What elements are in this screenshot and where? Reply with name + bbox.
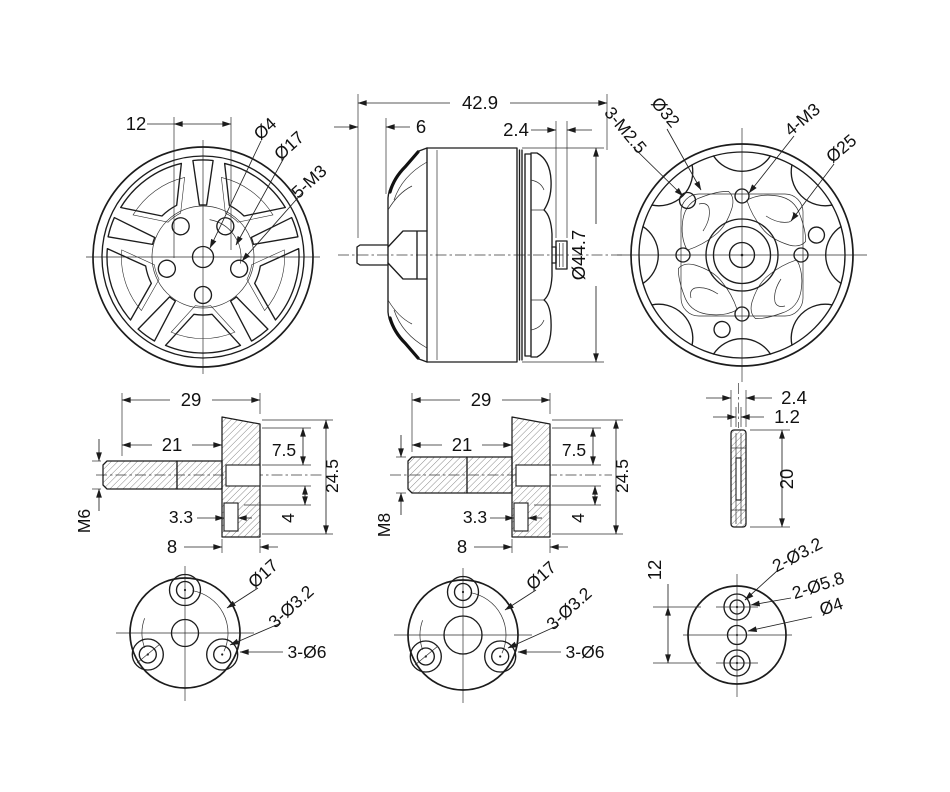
front-dim-12: 12: [126, 113, 232, 258]
dim-spacer-pitch: 12: [644, 560, 665, 581]
adapter8-shaft: [407, 456, 513, 494]
dim-adapter8-depth: 7.5: [562, 440, 586, 460]
dim-adapter8-thread: M8: [374, 513, 394, 537]
dim-washer-inner: 1.2: [774, 406, 800, 427]
dim-adapter6-depth: 7.5: [272, 440, 296, 460]
adapter6-bore: [225, 464, 261, 487]
motor-front-view: 12 Ø4 Ø17 5-M3: [86, 113, 330, 374]
dim-adapter6-hub: 8: [167, 536, 177, 557]
flange6-leaders: Ø17 3-Ø3.2 3-Ø6: [226, 555, 327, 662]
adapter6-dims: 29 21 7.5 24.5 4 M6 3.3 8: [74, 389, 342, 557]
dim-adapter8-hub: 8: [457, 536, 467, 557]
front-bolt-circle-arc: [209, 219, 242, 264]
flange8-center-hole: [443, 615, 483, 655]
side-rear-washer: [555, 240, 568, 270]
adapter6-slot: [223, 502, 239, 532]
prop-adapter-m8-view: 29 21 7.5 24.5 4 M8 3.3 8: [374, 389, 632, 557]
dim-side-length: 42.9: [462, 92, 498, 113]
prop-adapter-m6-view: 29 21 7.5 24.5 4 M6 3.3 8: [74, 389, 342, 557]
spacer-center-hole: [726, 624, 748, 646]
adapter8-slot: [513, 502, 529, 532]
adapter8-dims: 29 21 7.5 24.5 4 M8 3.3 8: [374, 389, 632, 557]
flange6-bolt-circle-arc: [141, 590, 229, 652]
label-flange8-holes: 3-Ø3.2: [542, 583, 595, 634]
dim-side-boss: 6: [416, 116, 426, 137]
label-rear-circle-outer: Ø32: [647, 93, 684, 131]
side-dim-boss: 6: [334, 116, 426, 194]
adapter6-shaft: [102, 460, 223, 490]
front-leaders: Ø4 Ø17 5-M3: [209, 113, 330, 262]
flange8-leaders: Ø17 3-Ø3.2 3-Ø6: [504, 557, 605, 662]
dim-washer-outer: 2.4: [781, 387, 807, 408]
side-dim-washer: 2.4: [503, 119, 592, 238]
label-rear-holes-small: 3-M2.5: [600, 103, 650, 158]
dim-washer-height: 20: [776, 469, 797, 490]
label-spacer-center-hole: Ø4: [817, 593, 846, 619]
rear-mount-plate: [680, 193, 804, 317]
side-dim-diameter: Ø44.7: [522, 147, 604, 363]
label-front-shaft-dia: Ø4: [250, 113, 281, 144]
mount-flange-m6-view: Ø17 3-Ø3.2 3-Ø6: [116, 555, 326, 701]
motor-rear-view: 3-M2.5 Ø32 4-M3 Ø25: [600, 93, 867, 382]
dim-adapter8-shaft-length: 21: [452, 434, 473, 455]
dim-adapter8-step: 4: [568, 513, 588, 523]
label-flange8-counterbores: 3-Ø6: [566, 642, 605, 662]
rear-leaders: 3-M2.5 Ø32 4-M3 Ø25: [600, 93, 860, 222]
dim-front-pitch: 12: [126, 113, 147, 134]
dim-adapter6-length: 29: [181, 389, 202, 410]
dim-adapter8-length: 29: [471, 389, 492, 410]
dim-side-diameter: Ø44.7: [568, 230, 589, 280]
side-front-hub: [387, 230, 428, 280]
label-rear-circle-inner: Ø25: [822, 130, 860, 167]
dim-side-washer: 2.4: [503, 119, 529, 140]
dim-adapter6-flange: 24.5: [322, 459, 342, 493]
mount-flange-m8-view: Ø17 3-Ø3.2 3-Ø6: [394, 557, 604, 703]
washer-dims: 2.4 1.2 20: [706, 387, 807, 528]
dim-adapter6-slot: 3.3: [169, 507, 193, 527]
motor-side-view: 42.9 6 2.4 Ø44.7: [334, 92, 624, 363]
label-rear-holes: 4-M3: [780, 99, 823, 140]
label-flange8-bolt-circle: Ø17: [522, 557, 560, 594]
dim-adapter8-flange: 24.5: [612, 459, 632, 493]
label-flange6-holes: 3-Ø3.2: [264, 581, 317, 632]
dim-adapter6-step: 4: [278, 513, 298, 523]
flange8-bolt-circle-arc: [419, 592, 507, 654]
label-flange6-counterbores: 3-Ø6: [288, 642, 327, 662]
dim-adapter8-slot: 3.3: [463, 507, 487, 527]
front-shaft-hole: [191, 245, 215, 269]
dim-adapter6-shaft-length: 21: [162, 434, 183, 455]
label-front-holes: 5-M3: [287, 161, 330, 203]
spacer-plate-view: 12 2-Ø3.2 2-Ø5.8 Ø4: [644, 533, 847, 697]
spacer-dim-pitch: 12: [644, 560, 701, 664]
spacer-leaders: 2-Ø3.2 2-Ø5.8 Ø4: [744, 533, 847, 632]
label-flange6-bolt-circle: Ø17: [244, 555, 282, 592]
flange6-center-hole: [170, 618, 200, 648]
adapter8-bore: [515, 464, 551, 487]
side-dim-length: 42.9: [357, 92, 608, 238]
label-spacer-holes: 2-Ø3.2: [769, 533, 826, 576]
side-shaft: [356, 244, 388, 266]
rear-shaft-hole: [728, 241, 756, 269]
rear-m25-holes: [678, 191, 829, 342]
dim-adapter6-thread: M6: [74, 509, 94, 533]
label-front-bolt-circle: Ø17: [270, 127, 308, 164]
washer-view: 2.4 1.2 20: [706, 383, 807, 528]
